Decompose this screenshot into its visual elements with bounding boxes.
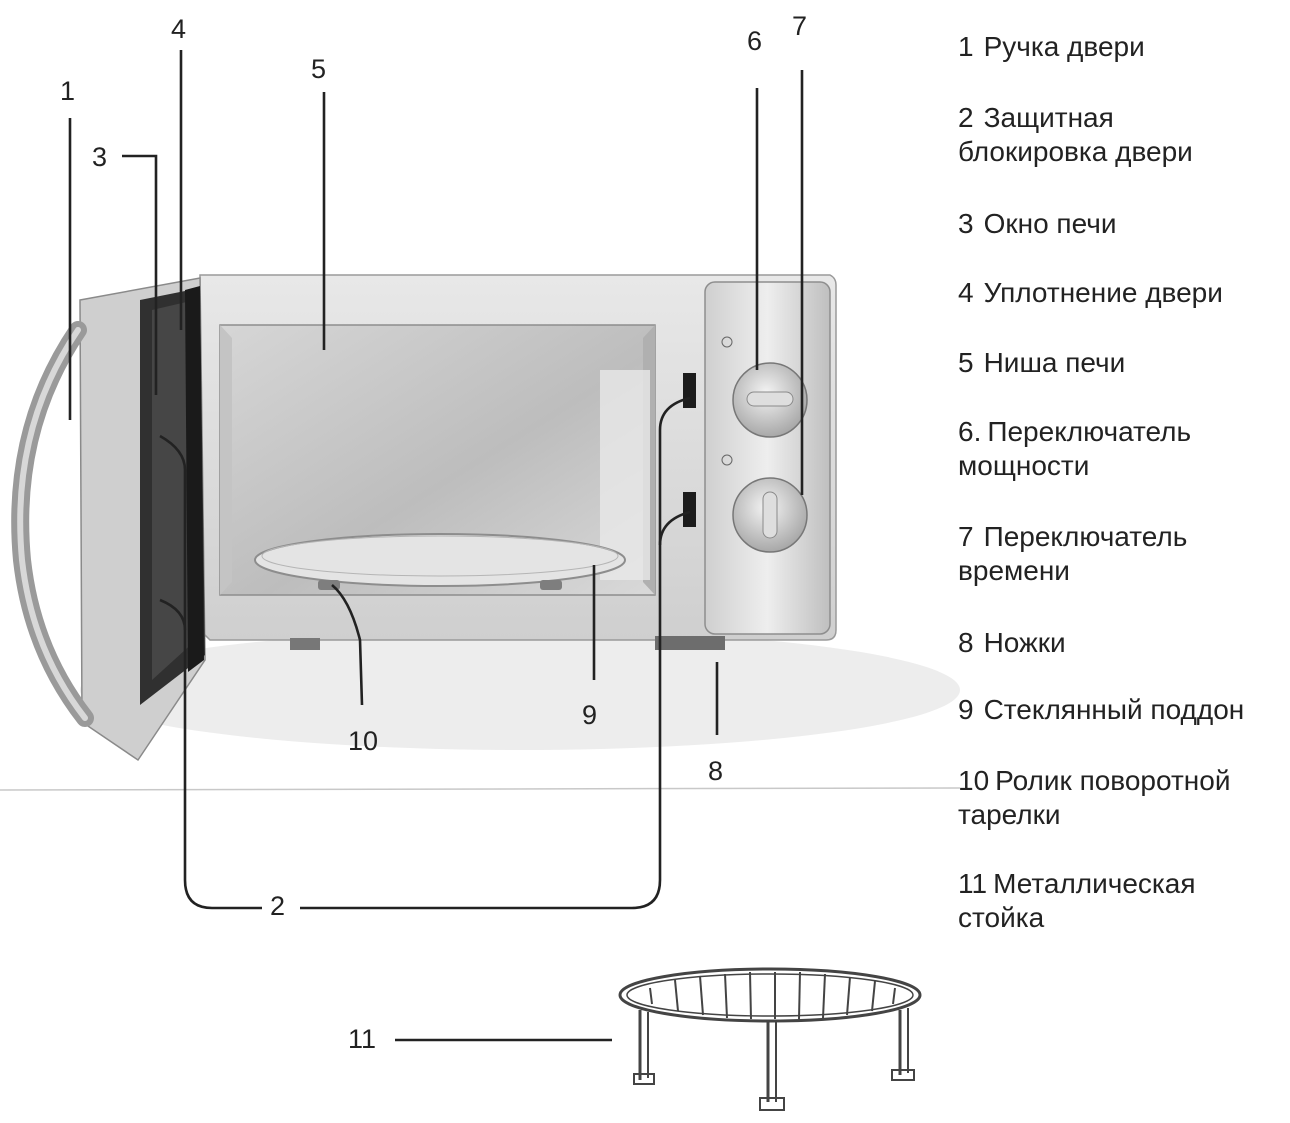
legend-number: 2	[958, 102, 974, 133]
legend-item-3: 3 Окно печи	[958, 207, 1116, 241]
legend-label: Переключатель	[983, 521, 1188, 552]
callout-11: 11	[348, 1024, 376, 1054]
legend-label-line2: стойка	[958, 902, 1045, 933]
timer-knob	[732, 477, 808, 553]
legend-item-6: 6.Переключатель мощности	[958, 415, 1191, 483]
legend-number: 11	[958, 868, 988, 899]
legend-label-line2: времени	[958, 555, 1070, 586]
floor-line	[0, 787, 961, 791]
legend-label: Переключатель	[987, 416, 1192, 447]
legend-item-4: 4 Уплотнение двери	[958, 276, 1223, 310]
legend-number: 8	[958, 627, 974, 658]
legend-number: 6.	[958, 416, 982, 447]
callout-7: 7	[792, 11, 807, 41]
metal-rack	[618, 967, 922, 1111]
legend-label-line2: мощности	[958, 450, 1090, 481]
leader-lines	[68, 50, 804, 1042]
leader-2-left-top	[159, 434, 262, 910]
control-panel	[704, 281, 831, 635]
callout-3: 3	[92, 142, 107, 172]
legend-item-7: 7 Переключатель времени	[958, 520, 1187, 588]
legend-label: Ножки	[983, 627, 1066, 658]
leader-2-right	[300, 510, 691, 910]
callout-9: 9	[582, 700, 597, 730]
leader-3	[122, 154, 158, 395]
legend-number: 1	[958, 31, 974, 62]
callout-10: 10	[348, 726, 378, 756]
callout-5: 5	[311, 54, 326, 84]
legend-item-8: 8 Ножки	[958, 626, 1066, 660]
legend-label-line2: тарелки	[958, 799, 1061, 830]
callout-4: 4	[171, 14, 186, 44]
oven-cavity	[219, 324, 656, 596]
door-latch-slot	[683, 492, 696, 527]
legend-label: Уплотнение двери	[983, 277, 1223, 308]
shadow	[80, 630, 960, 750]
callout-6: 6	[747, 26, 762, 56]
legend-label: Ниша печи	[983, 347, 1126, 378]
legend-number: 3	[958, 208, 974, 239]
legend-item-1: 1 Ручка двери	[958, 30, 1145, 64]
legend-label: Окно печи	[983, 208, 1117, 239]
callout-8: 8	[708, 756, 723, 786]
legend-number: 5	[958, 347, 974, 378]
legend-number: 9	[958, 694, 974, 725]
legend-label: Ручка двери	[983, 31, 1145, 62]
legend-number: 7	[958, 521, 974, 552]
glass-tray	[254, 533, 626, 587]
legend-label: Стеклянный поддон	[983, 694, 1245, 725]
legend-number: 4	[958, 277, 974, 308]
legend-label: Защитная	[983, 102, 1114, 133]
callout-1: 1	[60, 76, 75, 106]
legend-number: 10	[958, 765, 990, 796]
legend-item-5: 5 Ниша печи	[958, 346, 1125, 380]
leader-10	[331, 584, 364, 706]
door-handle-highlight	[17, 327, 88, 721]
power-knob	[732, 362, 808, 438]
callout-2: 2	[270, 891, 285, 921]
roller-wheel	[540, 580, 562, 590]
legend-item-9: 9 Стеклянный поддон	[958, 693, 1244, 727]
door-latch-slot	[683, 373, 696, 408]
legend-label: Металлическая	[993, 868, 1196, 899]
legend-item-2: 2 Защитная блокировка двери	[958, 101, 1193, 169]
leader-2-right-top	[658, 396, 691, 545]
leader-2-left-bottom	[159, 598, 187, 631]
legend-label-line2: блокировка двери	[958, 136, 1193, 167]
legend-label: Ролик поворотной	[995, 765, 1231, 796]
